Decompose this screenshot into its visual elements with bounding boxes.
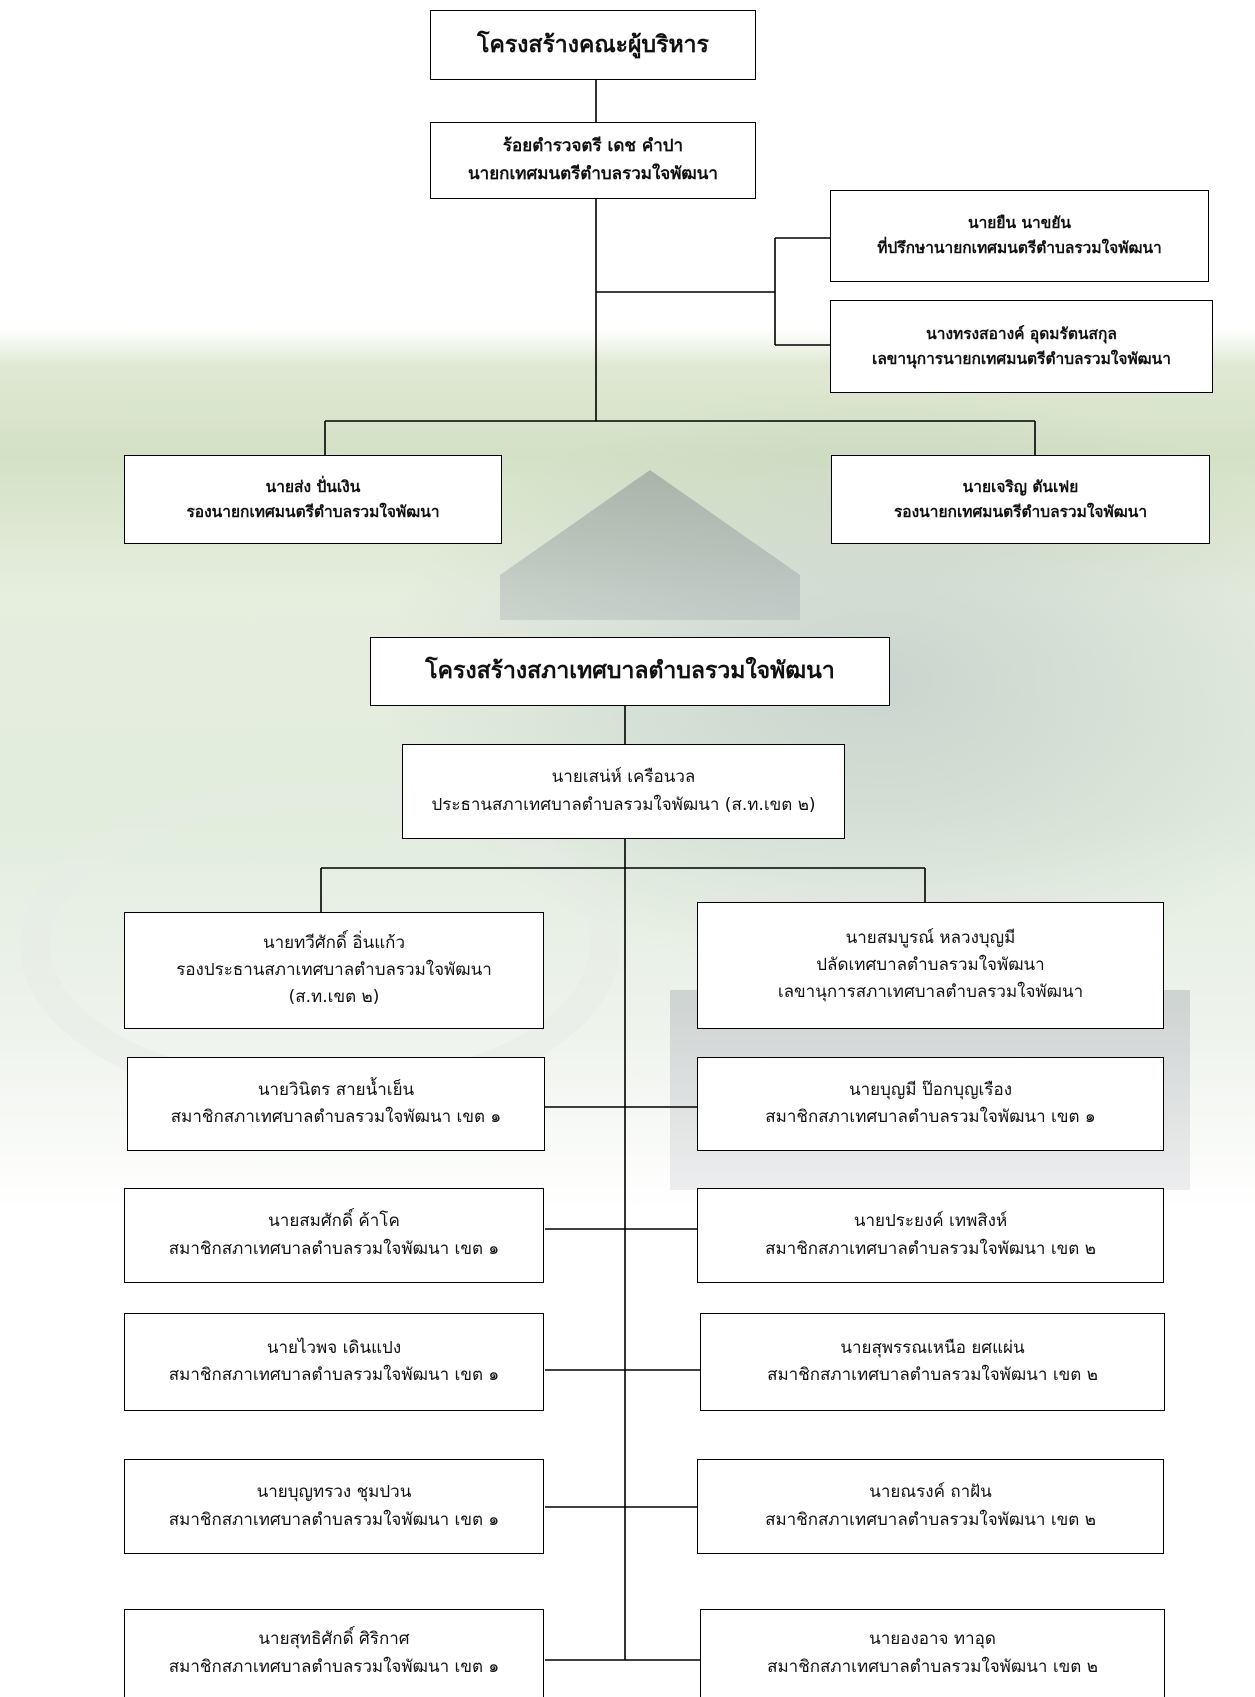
deputy-right-position: รองนายกเทศมนตรีตำบลรวมใจพัฒนา [893,502,1148,521]
council-title: โครงสร้างสภาเทศบาลตำบลรวมใจพัฒนา [425,658,835,685]
member-right-1-box: นายบุญมี ป๊อกบุญเรือง สมาชิกสภาเทศบาลตำบ… [697,1057,1164,1151]
vice-chairman-name: นายทวีศักดิ์ อิ่นแก้ว [262,932,406,953]
clerk-name: นายสมบูรณ์ หลวงบุญมี [845,927,1016,948]
member-position: สมาชิกสภาเทศบาลตำบลรวมใจพัฒนา เขต ๑ [170,1107,502,1127]
deputy-right-name: นายเจริญ ตันเฟย [962,477,1079,496]
executive-title-box: โครงสร้างคณะผู้บริหาร [430,10,756,80]
secretary-box: นางทรงสอางค์ อุดมรัตนสกุล เลขานุการนายกเ… [830,300,1213,393]
member-name: นายองอาจ ทาอุด [869,1629,996,1650]
member-name: นายประยงค์ เทพสิงห์ [853,1211,1008,1232]
member-name: นายสมศักดิ์ ค้าโค [268,1211,400,1232]
mayor-name: ร้อยตำรวจตรี เดช คำปา [502,136,684,157]
mayor-box: ร้อยตำรวจตรี เดช คำปา นายกเทศมนตรีตำบลรว… [430,122,756,199]
member-position: สมาชิกสภาเทศบาลตำบลรวมใจพัฒนา เขต ๒ [765,1509,1096,1530]
member-position: สมาชิกสภาเทศบาลตำบลรวมใจพัฒนา เขต ๑ [168,1238,500,1259]
secretary-name: นางทรงสอางค์ อุดมรัตนสกุล [926,324,1117,343]
member-right-3-box: นายสุพรรณเหนือ ยศแผ่น สมาชิกสภาเทศบาลตำบ… [700,1313,1165,1411]
mayor-position: นายกเทศมนตรีตำบลรวมใจพัฒนา [468,163,718,184]
vice-chairman-district: (ส.ท.เขต ๒) [288,987,380,1008]
member-name: นายณรงค์ ถาฝัน [869,1482,992,1503]
advisor-position: ที่ปรึกษานายกเทศมนตรีตำบลรวมใจพัฒนา [877,239,1162,257]
member-left-5-box: นายสุทธิศักดิ์ ศิริกาศ สมาชิกสภาเทศบาลตำ… [124,1609,544,1697]
deputy-left-position: รองนายกเทศมนตรีตำบลรวมใจพัฒนา [186,502,440,521]
member-left-1-box: นายวินิตร สายน้ำเย็น สมาชิกสภาเทศบาลตำบล… [127,1057,545,1151]
member-name: นายสุทธิศักดิ์ ศิริกาศ [258,1629,410,1650]
member-left-4-box: นายบุญทรวง ชุมปวน สมาชิกสภาเทศบาลตำบลรวม… [124,1459,544,1554]
member-position: สมาชิกสภาเทศบาลตำบลรวมใจพัฒนา เขต ๑ [168,1656,500,1677]
member-right-4-box: นายณรงค์ ถาฝัน สมาชิกสภาเทศบาลตำบลรวมใจพ… [697,1459,1164,1554]
member-left-3-box: นายไวพจ เดินแปง สมาชิกสภาเทศบาลตำบลรวมใจ… [124,1313,544,1411]
member-right-2-box: นายประยงค์ เทพสิงห์ สมาชิกสภาเทศบาลตำบลร… [697,1188,1164,1283]
clerk-secretary-role: เลขานุการสภาเทศบาลตำบลรวมใจพัฒนา [777,982,1084,1003]
deputy-left-name: นายส่ง ปั่นเงิน [265,477,361,496]
secretary-position: เลขานุการนายกเทศมนตรีตำบลรวมใจพัฒนา [872,349,1171,368]
member-name: นายไวพจ เดินแปง [266,1337,402,1358]
member-position: สมาชิกสภาเทศบาลตำบลรวมใจพัฒนา เขต ๒ [765,1238,1096,1259]
advisor-name: นายยืน นาขยัน [967,214,1072,233]
member-position: สมาชิกสภาเทศบาลตำบลรวมใจพัฒนา เขต ๑ [168,1365,500,1385]
vice-chairman-box: นายทวีศักดิ์ อิ่นแก้ว รองประธานสภาเทศบาล… [124,912,544,1029]
member-position: สมาชิกสภาเทศบาลตำบลรวมใจพัฒนา เขต ๑ [168,1509,500,1530]
member-position: สมาชิกสภาเทศบาลตำบลรวมใจพัฒนา เขต ๑ [765,1107,1096,1127]
council-title-box: โครงสร้างสภาเทศบาลตำบลรวมใจพัฒนา [370,637,890,706]
executive-title: โครงสร้างคณะผู้บริหาร [477,31,709,58]
member-name: นายสุพรรณเหนือ ยศแผ่น [840,1337,1025,1358]
member-name: นายวินิตร สายน้ำเย็น [257,1079,415,1100]
deputy-left-box: นายส่ง ปั่นเงิน รองนายกเทศมนตรีตำบลรวมใจ… [124,455,502,544]
chairman-box: นายเสน่ห์ เครือนวล ประธานสภาเทศบาลตำบลรว… [402,744,845,839]
member-position: สมาชิกสภาเทศบาลตำบลรวมใจพัฒนา เขต ๒ [767,1365,1098,1385]
chairman-name: นายเสน่ห์ เครือนวล [551,767,696,788]
vice-chairman-position: รองประธานสภาเทศบาลตำบลรวมใจพัฒนา [176,959,492,980]
member-name: นายบุญมี ป๊อกบุญเรือง [848,1079,1013,1100]
member-position: สมาชิกสภาเทศบาลตำบลรวมใจพัฒนา เขต ๒ [767,1656,1098,1677]
clerk-box: นายสมบูรณ์ หลวงบุญมี ปลัดเทศบาลตำบลรวมใจ… [697,902,1164,1029]
deputy-right-box: นายเจริญ ตันเฟย รองนายกเทศมนตรีตำบลรวมใจ… [831,455,1210,544]
member-left-2-box: นายสมศักดิ์ ค้าโค สมาชิกสภาเทศบาลตำบลรวม… [124,1188,544,1283]
clerk-position: ปลัดเทศบาลตำบลรวมใจพัฒนา [816,954,1045,975]
chairman-position: ประธานสภาเทศบาลตำบลรวมใจพัฒนา (ส.ท.เขต ๒… [431,794,816,815]
member-name: นายบุญทรวง ชุมปวน [256,1482,412,1503]
member-right-5-box: นายองอาจ ทาอุด สมาชิกสภาเทศบาลตำบลรวมใจพ… [700,1609,1165,1697]
advisor-box: นายยืน นาขยัน ที่ปรึกษานายกเทศมนตรีตำบลร… [830,190,1209,282]
